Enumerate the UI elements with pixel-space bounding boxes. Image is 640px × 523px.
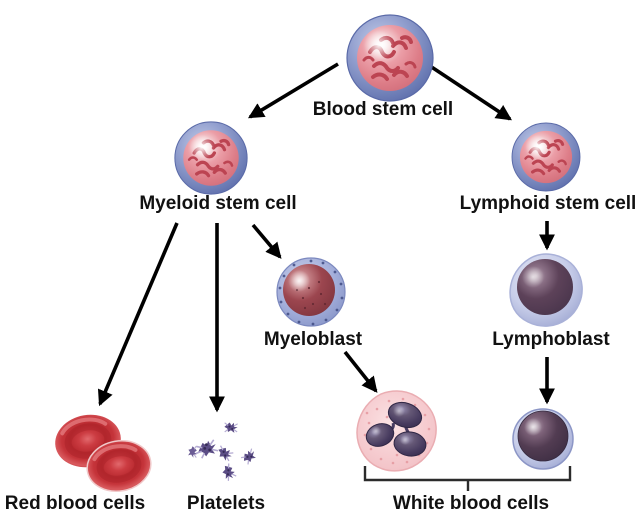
red-blood-cells-illustration bbox=[55, 414, 152, 492]
myeloid-stem-cell-illustration bbox=[173, 120, 249, 196]
white-blood-cells-label: White blood cells bbox=[392, 493, 550, 514]
lymphoid-stem-cell-illustration bbox=[510, 121, 582, 193]
white-blood-cells-bracket bbox=[363, 466, 572, 491]
arrow-myeloblast-to-granulocyte bbox=[343, 350, 378, 393]
arrow-bloodstem-to-lymphoid bbox=[426, 62, 512, 121]
lymphoblast-label: Lymphoblast bbox=[492, 329, 610, 350]
blood-stem-cell-label: Blood stem cell bbox=[312, 99, 454, 120]
platelets-label: Platelets bbox=[186, 493, 266, 514]
arrow-myeloid-to-rbc bbox=[97, 222, 179, 407]
lineage-arrows bbox=[97, 62, 555, 413]
blood-stem-cell-illustration bbox=[345, 13, 435, 103]
lymphocyte-illustration bbox=[512, 408, 574, 470]
arrow-bloodstem-to-myeloid bbox=[247, 62, 339, 119]
myeloblast-illustration bbox=[276, 257, 346, 327]
granulocyte-illustration bbox=[356, 390, 437, 472]
lymphoid-stem-cell-label: Lymphoid stem cell bbox=[459, 193, 637, 214]
myeloid-stem-cell-label: Myeloid stem cell bbox=[139, 193, 297, 214]
arrow-myeloid-to-myeloblast bbox=[251, 223, 282, 259]
myeloblast-label: Myeloblast bbox=[263, 329, 363, 350]
platelets-illustration bbox=[188, 422, 256, 481]
red-blood-cells-label: Red blood cells bbox=[4, 493, 146, 514]
lymphoblast-illustration bbox=[509, 253, 583, 327]
